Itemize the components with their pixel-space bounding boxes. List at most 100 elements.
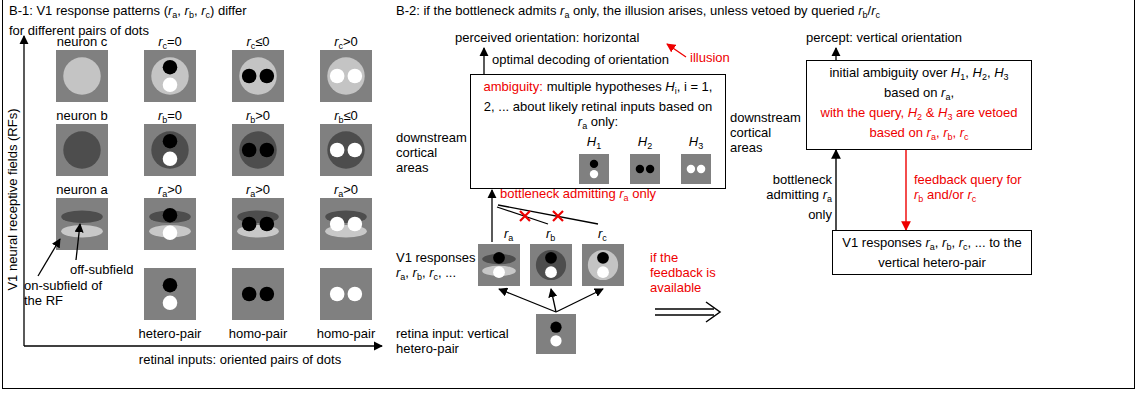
symbol: r xyxy=(504,226,508,241)
blocked-line xyxy=(498,205,598,224)
node-text: H1 xyxy=(576,134,612,154)
symbol: H xyxy=(638,134,647,149)
hypothesis-icon xyxy=(579,154,609,184)
symbol: r xyxy=(158,34,162,49)
dot xyxy=(597,252,609,264)
implies-arrow xyxy=(655,302,720,322)
dot xyxy=(163,278,178,293)
hypothesis-box: ambiguity:multiple hypotheses Hi, i = 1,… xyxy=(470,74,726,189)
text-run: perceived orientation: horizontal xyxy=(455,30,639,45)
dot xyxy=(348,287,363,302)
decode-arrow xyxy=(483,48,484,74)
subscript: 1 xyxy=(960,72,965,82)
text-run: V1 neural receptive fields (RFs) xyxy=(5,108,20,290)
text-run: hetero-pair xyxy=(139,326,202,341)
dot xyxy=(697,165,705,173)
rf-icon xyxy=(681,154,711,184)
subscript: a xyxy=(930,242,935,252)
text-run: , xyxy=(177,3,184,18)
percept-arrow xyxy=(835,48,836,60)
symbol: r xyxy=(942,235,946,250)
symbol: r xyxy=(619,186,623,201)
dot xyxy=(493,252,505,264)
dot xyxy=(493,266,505,278)
rf-ground xyxy=(56,50,108,102)
text-run: , xyxy=(965,65,972,80)
node-text: ambiguity: xyxy=(484,79,543,94)
symbol: H xyxy=(938,105,947,120)
text-run: off-subfield xyxy=(70,262,133,277)
text-run: , xyxy=(935,235,942,250)
label: ra>0 xyxy=(130,182,210,202)
rf-center xyxy=(151,131,188,168)
text-run: neuron c xyxy=(57,34,108,49)
subscript: a xyxy=(624,193,629,203)
dot xyxy=(550,322,561,333)
text-run: , xyxy=(950,85,954,100)
rf-ground xyxy=(320,268,372,320)
rf-ground xyxy=(320,50,372,102)
label: hetero-pair xyxy=(127,326,213,341)
symbol: r xyxy=(246,108,250,123)
rf-ground xyxy=(320,198,372,250)
rf-ground xyxy=(530,244,572,286)
symbol: H xyxy=(908,105,917,120)
text-run: percept: vertical orientation xyxy=(806,30,962,45)
dot xyxy=(330,143,345,158)
symbol: H xyxy=(587,134,596,149)
text-run: only xyxy=(808,207,832,222)
rf-center xyxy=(239,131,276,168)
v1-response-box: V1 responses ra, rb, rc, ... to the vert… xyxy=(832,230,1032,275)
subscript: a xyxy=(162,189,167,199)
symbol: r xyxy=(578,114,582,129)
subscript: c xyxy=(163,41,168,51)
label: off-subfield xyxy=(70,262,142,277)
node-text: V1 responses ra, rb, rc, ... to the vert… xyxy=(839,235,1025,270)
subscript: b xyxy=(189,10,194,20)
subscript: 3 xyxy=(1004,72,1009,82)
symbol: H xyxy=(972,65,981,80)
rf-icon xyxy=(144,50,196,102)
subscript: a xyxy=(400,272,405,282)
text-run: retinal inputs: oriented pairs of dots xyxy=(139,352,341,367)
subscript: b xyxy=(946,242,951,252)
dot xyxy=(260,69,275,84)
dot xyxy=(260,217,275,232)
subscript: a xyxy=(945,92,950,102)
dot xyxy=(260,143,275,158)
symbol: r xyxy=(959,235,963,250)
text-run: homo-pair xyxy=(317,326,376,341)
text-run: based on xyxy=(884,85,941,100)
text-run: , xyxy=(422,265,429,280)
label: rc>0 xyxy=(306,34,386,54)
rf-icon xyxy=(320,268,372,320)
dot xyxy=(163,134,178,149)
connector-label: bottleneck admitting ra only xyxy=(752,172,832,222)
label: homo-pair xyxy=(303,326,389,341)
off-subfield xyxy=(61,210,103,222)
label: downstream cortical areas xyxy=(730,110,802,155)
label: rb>0 xyxy=(218,108,298,128)
text-run: homo-pair xyxy=(229,326,288,341)
connector-label: feedback query for rb and/or rc xyxy=(914,172,1032,207)
rf-icon xyxy=(56,198,108,250)
subscript: a xyxy=(564,10,569,20)
text-run: initial ambiguity over xyxy=(829,65,950,80)
subscript: c xyxy=(206,10,211,20)
label: on-subfield of the RF xyxy=(24,278,104,308)
label: retina input: vertical hetero-pair xyxy=(396,326,530,356)
label: ra xyxy=(504,226,524,246)
dot xyxy=(590,160,598,168)
dot xyxy=(242,69,257,84)
text-run: multiple hypotheses xyxy=(547,79,666,94)
rf-center xyxy=(327,131,364,168)
symbol: r xyxy=(158,108,162,123)
hypothesis: H3 xyxy=(678,134,714,184)
text-run: >0 xyxy=(343,34,358,49)
label: neuron a xyxy=(42,182,122,197)
rf-ground xyxy=(232,50,284,102)
text-run: >0 xyxy=(255,108,270,123)
text-run: >0 xyxy=(343,182,358,197)
subscript: 1 xyxy=(596,141,601,151)
rf-icon xyxy=(56,124,108,176)
